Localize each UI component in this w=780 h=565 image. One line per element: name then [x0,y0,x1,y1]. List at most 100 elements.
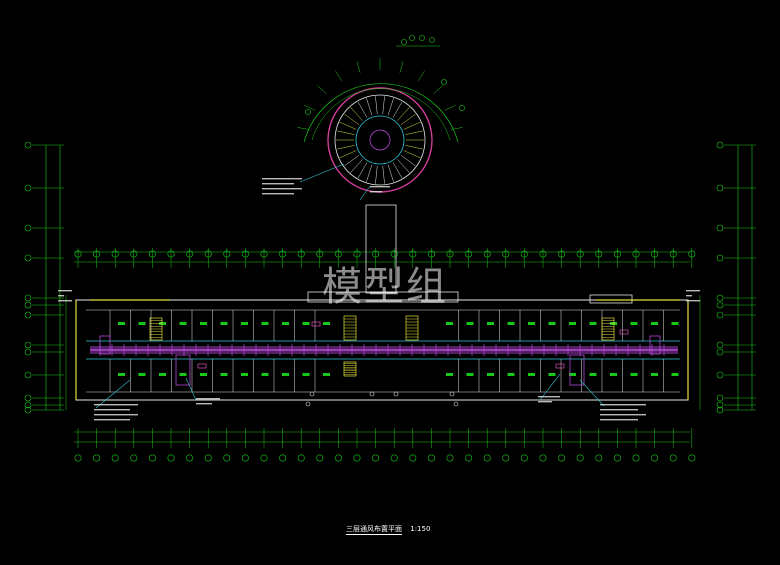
radial-tick [335,70,343,82]
room-tag [118,322,125,325]
grid-bubble-icon [353,454,361,462]
note-text-block [600,409,638,411]
room-tag [589,322,597,325]
grid-bubble-icon [148,454,156,462]
room-tag [323,322,330,325]
watermark: 模型组 [322,264,448,310]
seat-row [357,162,368,179]
grid-bubble-icon [502,454,510,462]
seat-row [405,145,424,150]
room-tag [528,322,535,325]
note-text-block [262,188,302,190]
grid-bubble-icon [24,224,32,232]
room-tag [118,373,125,376]
grid-bubble-icon [316,454,324,462]
grid-bubble-icon [716,184,724,192]
grid-bubble-icon [465,454,473,462]
room-tag [487,373,494,376]
note-text-block [94,414,138,416]
room-tag [466,373,474,376]
grid-bubble-icon [111,250,119,258]
grid-bubble-icon [24,406,32,414]
column [305,401,311,407]
grid-bubble-icon [24,184,32,192]
seat-row [382,96,385,115]
radial-tick [444,104,456,111]
seat-row [405,130,424,135]
room-tag [220,373,228,376]
grid-bubble-icon [24,341,32,349]
note-text-block [600,404,646,406]
grid-bubble-icon [401,39,407,45]
grid-bubble-icon [716,394,724,402]
grid-bubble-icon [520,250,528,258]
grid-bubble-icon [297,454,305,462]
stair-icon [343,361,357,377]
grid-bubble-icon [483,454,491,462]
grid-bubble-icon [595,250,603,258]
equipment-mark [619,329,629,335]
dimension-arc [311,88,451,141]
grid-bubble-icon [558,250,566,258]
seat-row [397,107,410,121]
column [309,391,315,397]
room-tag [446,373,453,376]
seat-row [375,96,378,115]
seat-row [336,130,355,135]
grid-bubble-icon [334,250,342,258]
room-tag [651,322,658,325]
grid-bubble-icon [390,454,398,462]
grid-bubble-icon [93,454,101,462]
room-tag [138,322,146,325]
grid-bubble-icon [24,311,32,319]
seat-row [392,101,403,118]
grid-bubble-icon [716,401,724,409]
equipment-mark [311,321,321,327]
grid-bubble-icon [372,454,380,462]
grid-bubble-icon [24,401,32,409]
seat-row [350,107,363,121]
drawing-title: 三层通风布置平面 [346,525,402,535]
grid-bubble-icon [539,250,547,258]
radial-tick [317,85,327,95]
grid-bubble-icon [651,454,659,462]
room-partitions [86,309,680,393]
grid-bubble-icon [279,250,287,258]
radial-tick [417,70,425,82]
annotation-leaders [58,163,700,421]
grid-bubble-icon [419,35,425,41]
grid-bubble-icon [716,254,724,262]
leader-line [185,377,197,401]
grid-bubble-icon [260,454,268,462]
grid-bubble-icon [520,454,528,462]
grid-bubble-icon [483,250,491,258]
room-tag [610,373,617,376]
grid-bubble-icon [130,250,138,258]
grid-bubble-icon [716,141,724,149]
grid-bubble-icon [613,454,621,462]
grid-bubble-icon [427,454,435,462]
grid-bubble-icon [148,250,156,258]
note-text-block [58,300,72,302]
grid-bubble-icon [441,79,447,85]
room-tag [548,322,556,325]
ventilation-duct [90,335,678,386]
stair-icon [149,317,163,341]
seat-row [400,113,416,125]
seat-row [403,121,421,130]
room-tag [589,373,597,376]
room-tag [179,322,187,325]
leader-line [539,373,561,401]
note-text-block [94,404,138,406]
riser-duct [175,354,191,386]
radial-tick [356,61,361,73]
note-text-block [196,398,220,400]
drawing-scale: 1:150 [410,525,431,533]
seat-row [344,155,360,167]
grid-bubble-icon [24,141,32,149]
note-text-block [262,193,294,195]
room-tag [159,373,166,376]
room-tag [446,322,453,325]
grid-bubble-icon [446,454,454,462]
